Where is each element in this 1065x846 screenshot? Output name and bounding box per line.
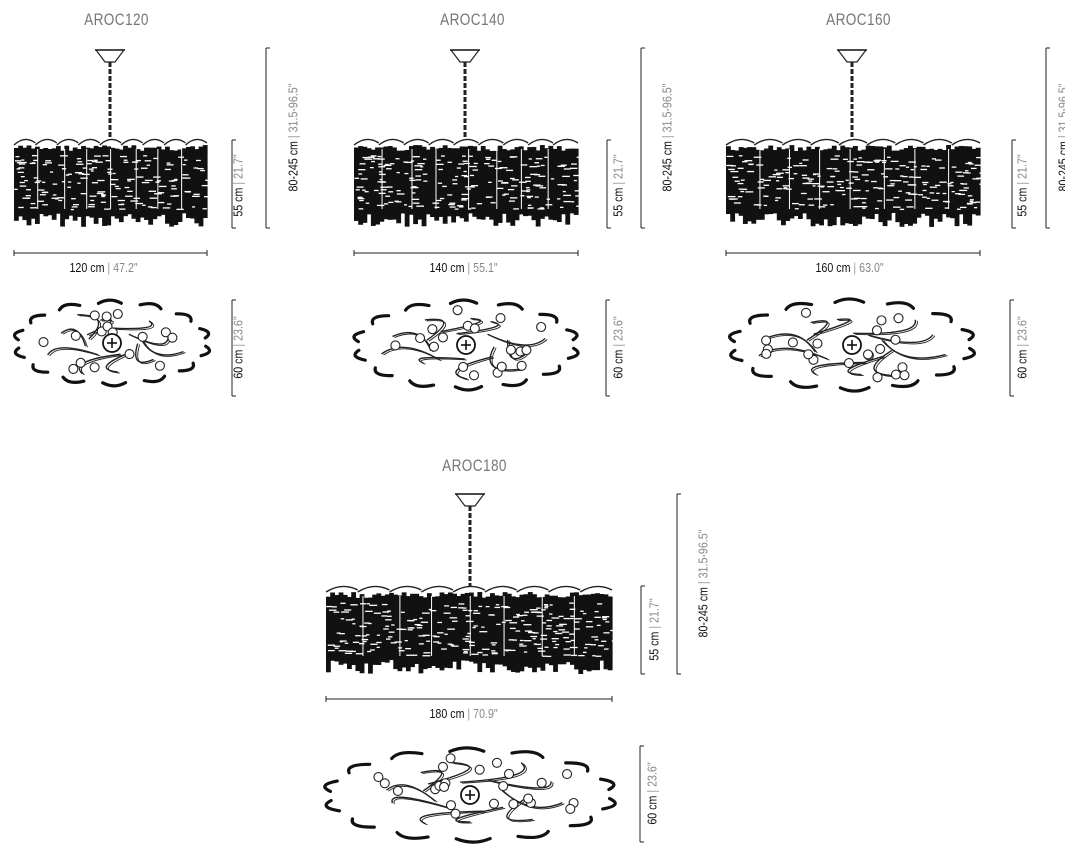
body-height-label-aroc140: 55 cm | 21.7" — [610, 154, 626, 217]
aroc140-canopy — [449, 49, 481, 63]
aroc160-plan-view — [728, 297, 976, 393]
depth-label-aroc140: 60 cm | 23.6" — [610, 316, 626, 379]
width-label-aroc120: 120 cm | 47.2" — [69, 260, 138, 275]
aroc120-canopy — [94, 49, 126, 63]
width-label-aroc180: 180 cm | 70.9" — [429, 706, 498, 721]
depth-label-aroc120: 60 cm | 23.6" — [230, 316, 246, 379]
aroc120-plan-view — [12, 298, 212, 388]
aroc160-canopy — [836, 49, 868, 63]
width-label-aroc140: 140 cm | 55.1" — [429, 260, 498, 275]
aroc180-plan-view — [323, 746, 617, 844]
depth-label-aroc180: 60 cm | 23.6" — [644, 762, 660, 825]
aroc140-glass-body — [354, 145, 584, 227]
model-title-aroc140: AROC140 — [440, 10, 505, 29]
body-height-label-aroc180: 55 cm | 21.7" — [646, 598, 662, 661]
aroc180-frame — [325, 585, 613, 593]
model-title-aroc180: AROC180 — [442, 456, 507, 475]
body-height-label-aroc120: 55 cm | 21.7" — [230, 154, 246, 217]
aroc120-frame — [13, 138, 208, 146]
aroc180-glass-body — [326, 592, 617, 674]
model-title-aroc120: AROC120 — [84, 10, 149, 29]
drop-height-label-aroc120: 80-245 cm | 31.5-96.5" — [285, 83, 301, 192]
aroc140-plan-view — [352, 298, 580, 392]
drop-height-label-aroc140: 80-245 cm | 31.5-96.5" — [659, 83, 675, 192]
model-title-aroc160: AROC160 — [826, 10, 891, 29]
width-label-aroc160: 160 cm | 63.0" — [815, 260, 884, 275]
aroc120-glass-body — [14, 145, 213, 227]
aroc140-frame — [353, 138, 579, 146]
aroc180-canopy — [454, 493, 486, 507]
drop-height-label-aroc180: 80-245 cm | 31.5-96.5" — [695, 529, 711, 638]
aroc160-frame — [725, 138, 981, 146]
drop-height-label-aroc160: 80-245 cm | 31.5-96.5" — [1055, 83, 1065, 192]
aroc160-glass-body — [726, 145, 987, 227]
depth-label-aroc160: 60 cm | 23.6" — [1014, 316, 1030, 379]
body-height-label-aroc160: 55 cm | 21.7" — [1014, 154, 1030, 217]
